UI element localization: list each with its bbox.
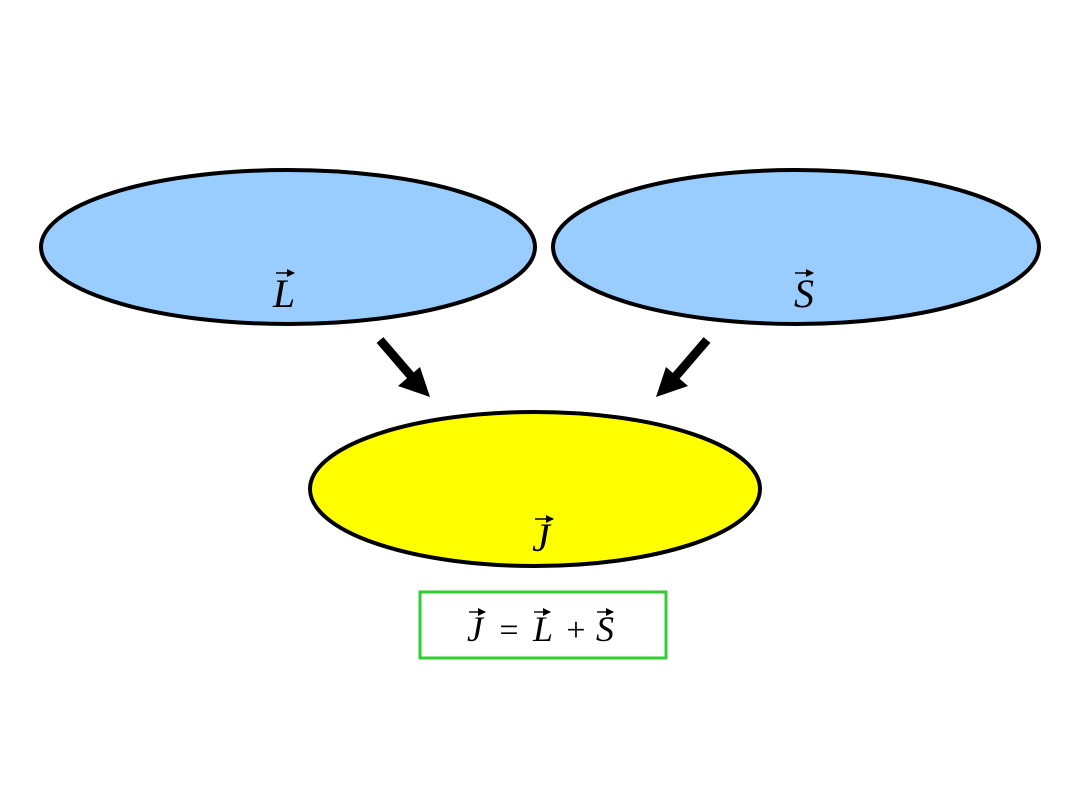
node-j-label: J (532, 515, 554, 560)
arrow-icon (376, 337, 415, 379)
edge-l-to-j (376, 337, 430, 397)
equation-frame (418, 590, 668, 660)
equation-plus: + (566, 612, 585, 649)
node-s: S (551, 168, 1041, 326)
equation-term-1: L (532, 609, 553, 649)
node-s-symbol: S (794, 271, 814, 316)
edge-s-to-j (656, 337, 711, 397)
equation-equals: = (499, 612, 518, 649)
node-l-ellipse (39, 168, 537, 326)
equation-lhs: J (467, 609, 485, 649)
node-j-ellipse (308, 410, 762, 568)
arrow-icon (672, 337, 711, 379)
arrowhead-icon (398, 367, 430, 397)
node-j-symbol: J (532, 515, 552, 560)
node-s-ellipse (551, 168, 1041, 326)
node-l-symbol: L (272, 271, 295, 316)
arrowhead-icon (656, 367, 688, 397)
equation-term-2: S (596, 609, 614, 649)
equation-box: J = L + S (418, 590, 668, 660)
node-s-label: S (794, 269, 814, 316)
node-l: L (39, 168, 537, 326)
node-j: J (308, 410, 762, 568)
node-l-label: L (272, 269, 295, 316)
